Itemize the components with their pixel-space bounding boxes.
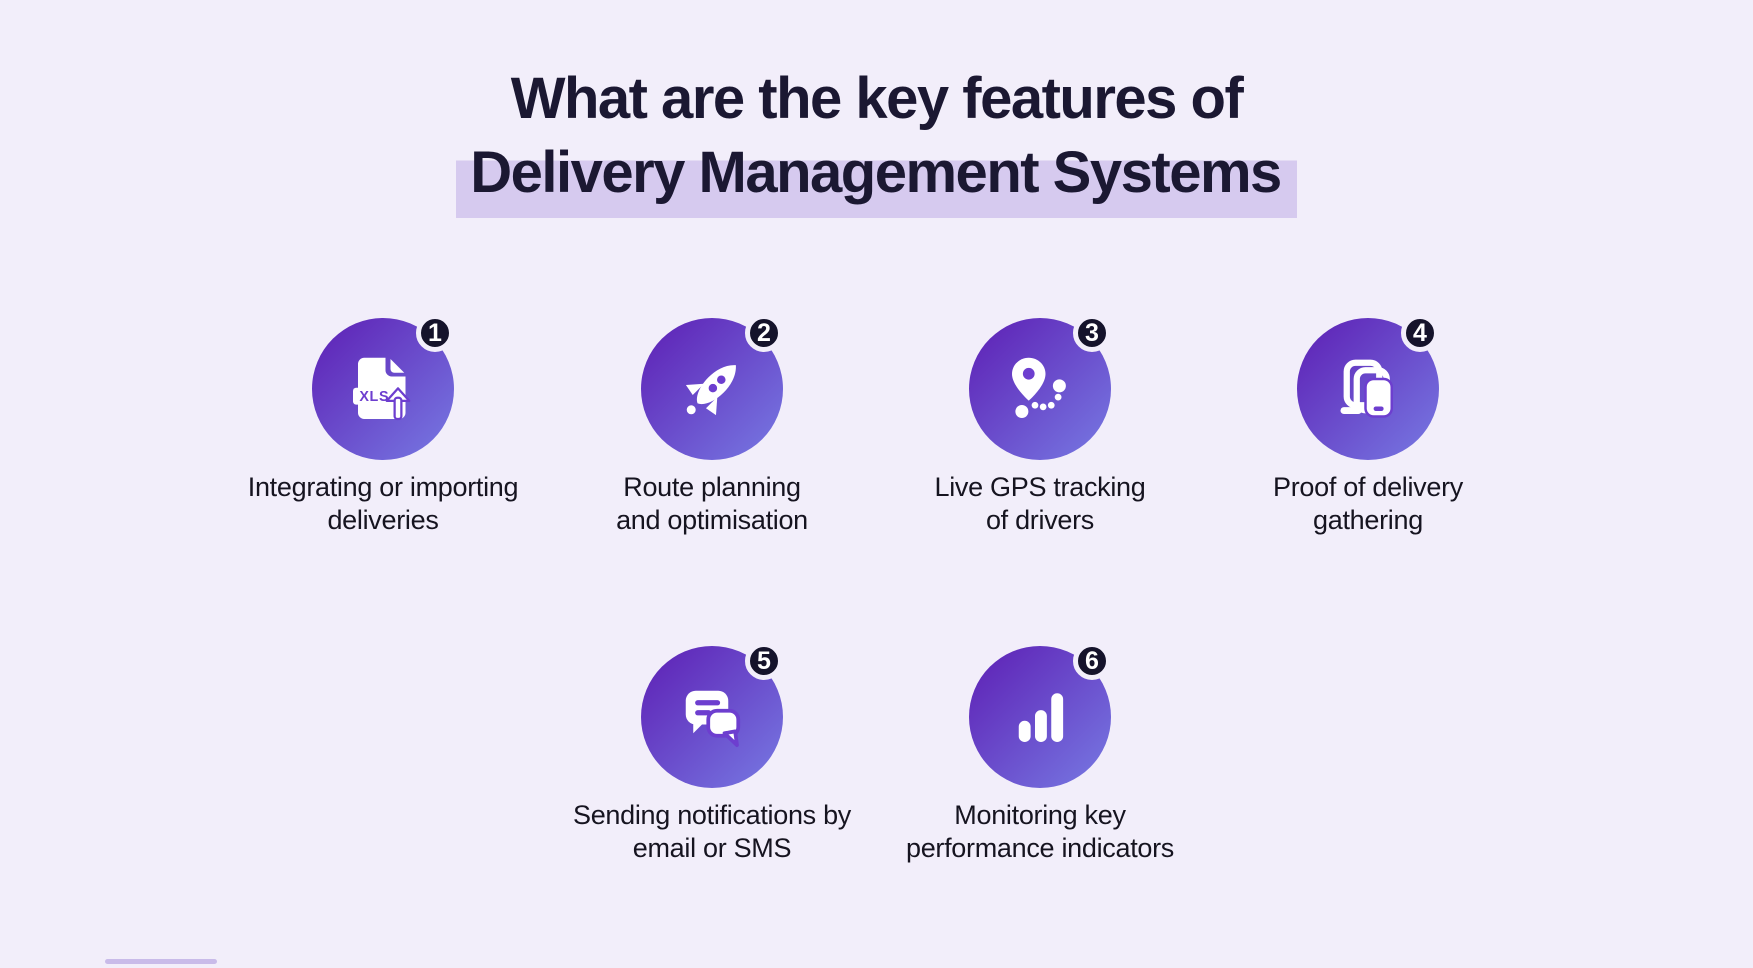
feature-icon-circle: 4 [1297,314,1439,460]
feature-label: Live GPS tracking of drivers [860,471,1220,538]
feature-icon-circle: 5 [641,642,783,788]
title-line-1: What are the key features of [510,66,1244,131]
feature-label: Integrating or importing deliveries [203,471,563,538]
feature-number-badge: 4 [1401,314,1439,352]
feature-number-badge: 5 [745,642,783,680]
gps-route-icon [1000,349,1080,429]
feature-label-line-1: Route planning [623,472,801,502]
feature-card: 2 Route planning and optimisation [532,314,892,538]
feature-card: 6 Monitoring key performance indicators [860,642,1220,866]
feature-icon-circle: 6 [969,642,1111,788]
feature-label-line-2: and optimisation [616,505,808,536]
badge-number: 3 [1085,318,1099,347]
feature-label: Sending notifications by email or SMS [532,799,892,866]
feature-number-badge: 6 [1073,642,1111,680]
svg-text:XLS: XLS [359,389,389,405]
feature-icon-circle: 2 [641,314,783,460]
devices-icon [1328,349,1408,429]
bar-chart-icon [1000,677,1080,757]
title-line-2-row: Delivery Management Systems [0,136,1753,219]
feature-card: 3 Live GPS tracking of drivers [860,314,1220,538]
feature-label: Route planning and optimisation [532,471,892,538]
feature-number-badge: 2 [745,314,783,352]
feature-label-line-2: performance indicators [905,833,1175,864]
feature-label-line-2: of drivers [985,505,1095,536]
feature-icon-circle: XLS 1 [312,314,454,460]
feature-card: XLS 1 Integrating or importing deliverie… [203,314,563,538]
badge-number: 4 [1413,318,1427,347]
feature-label-line-1: Integrating or importing [247,472,519,502]
feature-label: Proof of delivery gathering [1188,471,1548,538]
xls-file-upload-icon: XLS [343,349,423,429]
badge-number: 2 [757,318,771,347]
feature-icon-circle: 3 [969,314,1111,460]
chat-bubbles-icon [672,677,752,757]
feature-card: 5 Sending notifications by email or SMS [532,642,892,866]
feature-label-line-1: Live GPS tracking [934,472,1146,502]
page-title: What are the key features of Delivery Ma… [0,62,1753,219]
feature-label-line-1: Proof of delivery [1273,472,1463,502]
feature-number-badge: 3 [1073,314,1111,352]
feature-label-line-2: email or SMS [632,833,792,864]
title-line-2-highlight: Delivery Management Systems [456,136,1297,219]
feature-label-line-1: Monitoring key [954,800,1126,830]
bottom-left-decorative-line [105,959,217,964]
badge-number: 1 [428,318,442,347]
feature-card: 4 Proof of delivery gathering [1188,314,1548,538]
feature-label-line-2: gathering [1313,505,1423,536]
badge-number: 6 [1085,646,1099,675]
feature-label-line-2: deliveries [327,505,439,536]
rocket-icon [672,349,752,429]
feature-label: Monitoring key performance indicators [860,799,1220,866]
feature-label-line-1: Sending notifications by [573,800,851,830]
feature-number-badge: 1 [416,314,454,352]
badge-number: 5 [757,646,771,675]
